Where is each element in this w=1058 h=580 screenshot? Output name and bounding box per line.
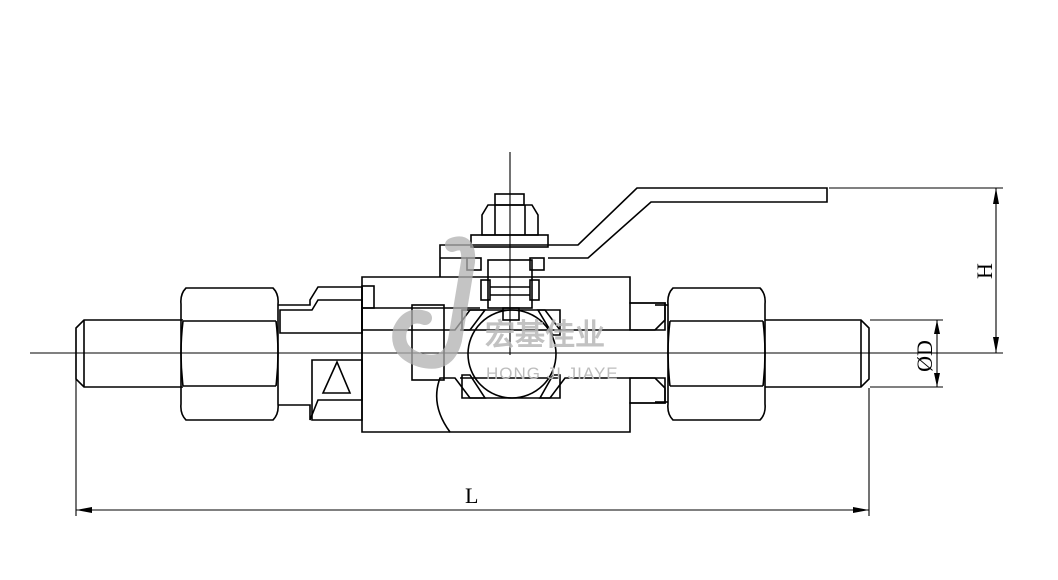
dimension-L bbox=[75, 330, 870, 516]
dimension-L-label: L bbox=[465, 483, 478, 508]
ball bbox=[467, 309, 557, 399]
right-tube bbox=[765, 319, 870, 388]
handle-lever bbox=[439, 187, 828, 277]
watermark-logo bbox=[392, 236, 476, 369]
dimension-OD bbox=[870, 319, 943, 388]
left-hex-nut bbox=[180, 287, 279, 421]
watermark-english: HONG JI JIAYE bbox=[486, 364, 619, 383]
dimension-OD-label: ØD bbox=[912, 340, 937, 372]
right-connector bbox=[629, 302, 668, 404]
right-hex-nut bbox=[667, 287, 766, 421]
dimension-H-label: H bbox=[972, 263, 997, 279]
stem-assembly bbox=[466, 193, 549, 309]
watermark-chinese: 宏基佳业 bbox=[485, 318, 605, 353]
dimension-H bbox=[829, 187, 1003, 353]
